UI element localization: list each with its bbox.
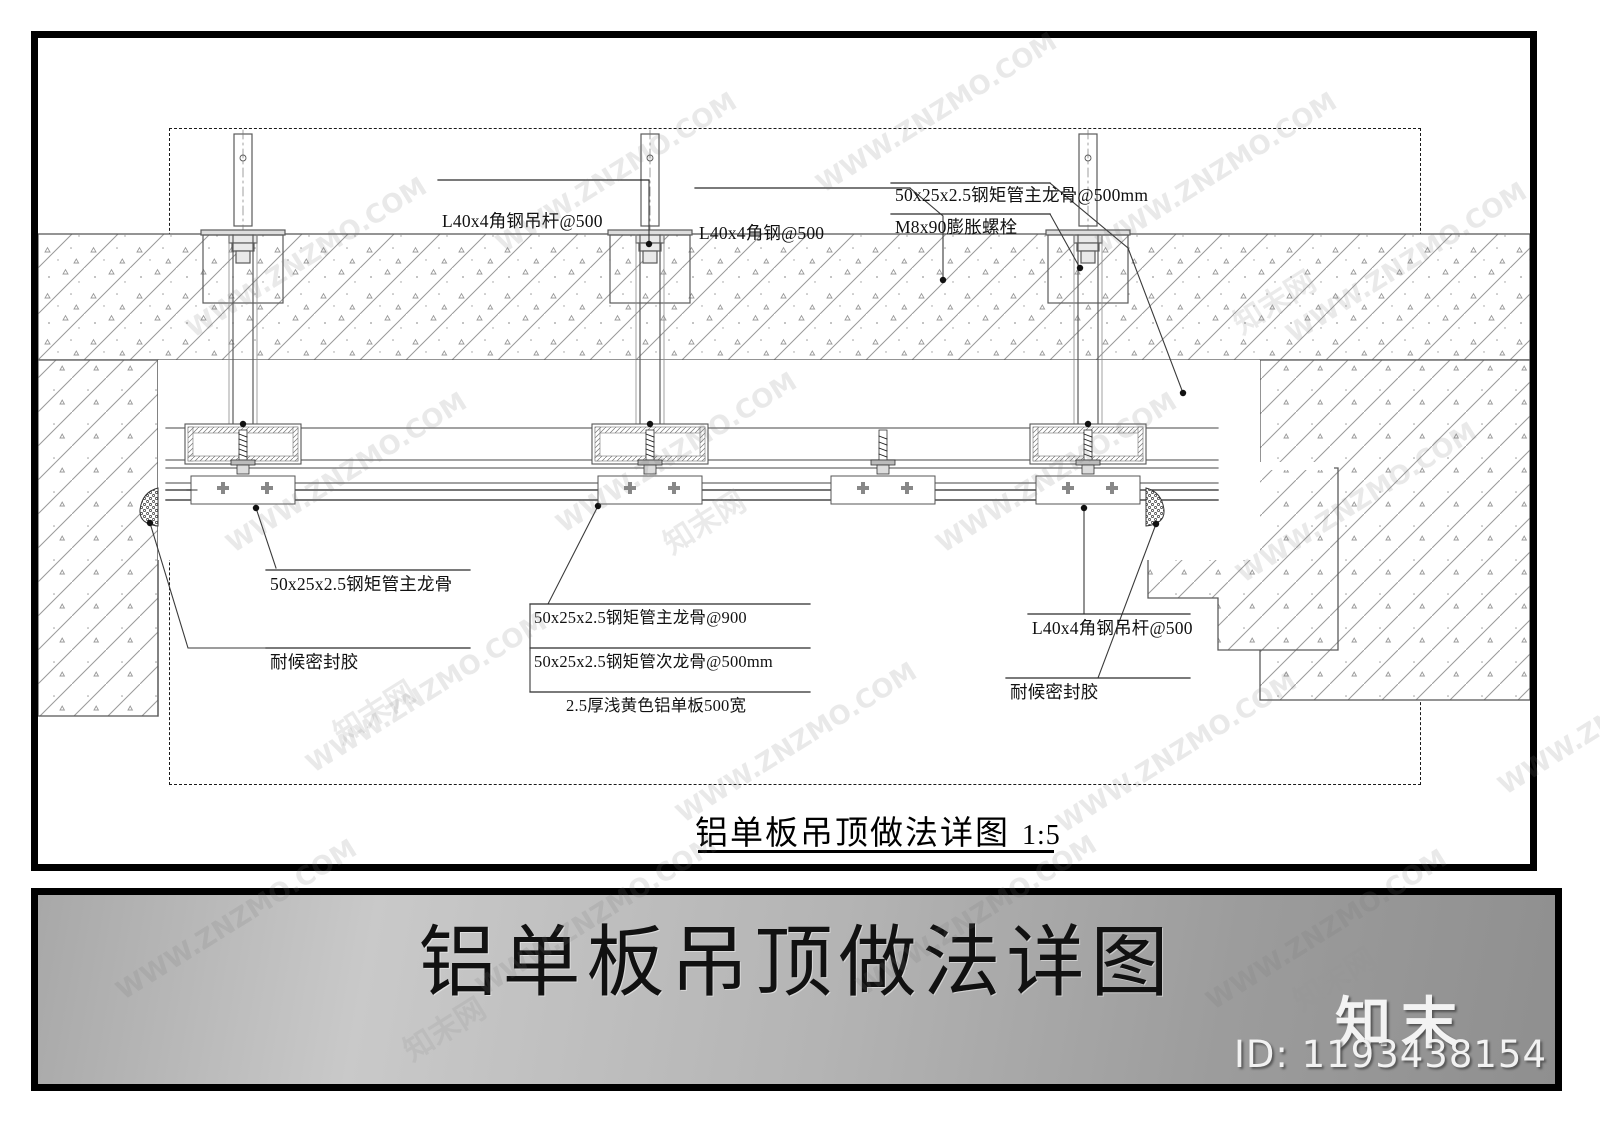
drawing-caption-underline <box>698 850 1054 853</box>
annotation-expansion-bolt: M8x90膨胀螺栓 <box>895 217 1018 237</box>
annotation-angle-steel: L40x4角钢@500 <box>699 223 825 243</box>
cad-detail-drawing <box>38 129 1530 717</box>
document-id: ID: 1193438154 <box>1233 1033 1547 1076</box>
annotation-sealant-right: 耐候密封胶 <box>1010 682 1099 702</box>
annotation-sealant-left: 耐候密封胶 <box>270 652 359 672</box>
title-banner: 铝单板吊顶做法详图 知末 ID: 1193438154 WWW.ZNZMO.CO… <box>31 830 1562 1091</box>
drawing-caption-scale: 1:5 <box>1022 820 1061 851</box>
banner-title: 铝单板吊顶做法详图 <box>418 918 1175 1008</box>
annotation-main-keel: 50x25x2.5钢矩管主龙骨 <box>270 574 453 594</box>
drawing-frame: L40x4角钢吊杆@500 L40x4角钢@500 50x25x2.5钢矩管主龙… <box>31 27 1537 871</box>
annotation-alu-panel: 2.5厚浅黄色铝单板500宽 <box>566 696 747 715</box>
annotation-main-keel-900: 50x25x2.5钢矩管主龙骨@900 <box>534 608 747 627</box>
drawing-caption-title: 铝单板吊顶做法详图 <box>695 813 1010 852</box>
annotation-hanger-rod: L40x4角钢吊杆@500 <box>442 211 603 231</box>
site-logo: 知末 <box>1335 992 1467 1057</box>
drawing-caption: 铝单板吊顶做法详图 1:5 <box>695 806 1061 854</box>
annotation-hanger-rod-right: L40x4角钢吊杆@500 <box>1032 618 1193 638</box>
annotation-sub-keel-500: 50x25x2.5钢矩管次龙骨@500mm <box>534 652 773 671</box>
annotation-main-keel-top: 50x25x2.5钢矩管主龙骨@500mm <box>895 185 1149 205</box>
